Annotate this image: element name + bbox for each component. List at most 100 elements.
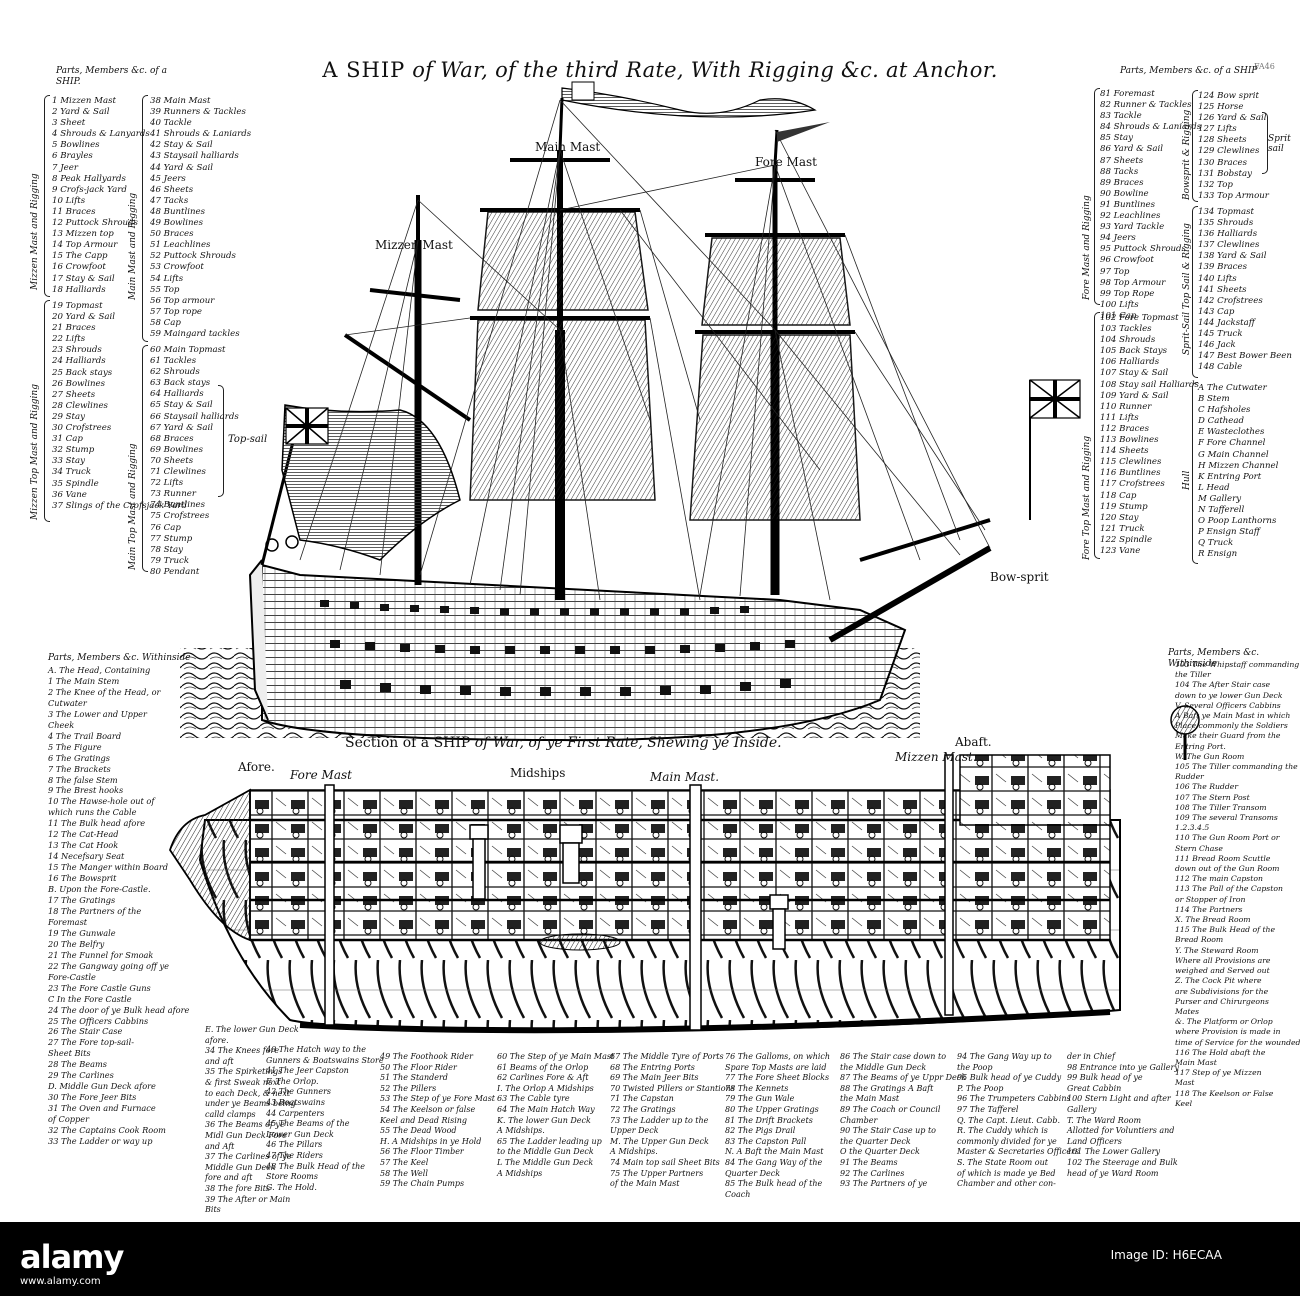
key-entry: 40 Tackle: [150, 118, 192, 129]
key-entry: 104 The After Stair case: [1175, 680, 1271, 690]
key-entry: 75 The Upper Partners: [610, 1168, 704, 1178]
key-entry: C In the Fore Castle: [48, 993, 132, 1004]
key-entry: 15 The Capp: [52, 251, 108, 262]
key-entry: 87 The Beams of ye Uppr Deck: [840, 1073, 967, 1083]
key-entry: 109 The several Transoms: [1175, 813, 1278, 823]
key-entry: head of ye Ward Room: [1067, 1168, 1159, 1178]
key-entry: down to ye lower Gun Deck: [1175, 690, 1283, 700]
key-entry: Q Truck: [1198, 538, 1234, 549]
key-entry: T. The Ward Room: [1067, 1115, 1142, 1125]
key-entry: Make their Guard from the: [1175, 731, 1281, 741]
section-mizzen-mast-label: Mizzen Mast.: [895, 750, 977, 764]
key-entry: 57 Top rope: [150, 306, 203, 317]
key-entry: L Head: [1198, 482, 1230, 493]
key-entry: 126 Yard & Sail: [1198, 113, 1267, 124]
key-entry: 18 Halliards: [52, 284, 106, 295]
key-entry: A Midships.: [497, 1126, 545, 1136]
key-entry: 117 Step of ye Mizzen: [1175, 1068, 1262, 1078]
key-entry: 35 The Spirketings: [205, 1067, 283, 1077]
key-entry: the Main Mast: [840, 1094, 900, 1104]
key-entry: 65 Stay & Sail: [150, 400, 213, 411]
key-entry: 76 Cap: [150, 522, 181, 533]
key-entry: 85 Stay: [1100, 133, 1133, 144]
key-entry: 92 The Carlines: [840, 1168, 905, 1178]
key-entry: 21 Braces: [52, 323, 96, 334]
stern-castle: [959, 754, 1111, 826]
key-entry: A Midships.: [610, 1147, 658, 1157]
left-vlabel-main-top-mast: Main Top Mast and Rigging: [128, 443, 138, 570]
key-entry: the Tiller: [1175, 670, 1211, 680]
key-entry: 32 The Captains Cook Room: [48, 1125, 166, 1136]
key-entry: 33 The Ladder or way up: [48, 1135, 153, 1146]
key-entry: 51 Leachlines: [150, 240, 211, 251]
key-entry: & first Sweak next: [205, 1077, 281, 1087]
key-entry: 98 Top Armour: [1100, 277, 1166, 288]
key-entry: 135 Shrouds: [1198, 218, 1254, 229]
key-entry: 67 Yard & Sail: [150, 422, 214, 433]
left-bottom-header: Parts, Members &c. Withinside: [48, 653, 191, 663]
key-entry: 122 Spindle: [1100, 534, 1153, 545]
key-entry: Bits: [205, 1205, 221, 1215]
key-entry: 146 Jack: [1198, 340, 1236, 351]
key-entry: 53 The Step of ye Fore Mast: [380, 1094, 496, 1104]
key-entry: the Middle Gun Deck: [840, 1062, 927, 1072]
key-entry: 39 The After or Main: [205, 1194, 291, 1204]
key-entry: 56 The Floor Timber: [380, 1147, 464, 1157]
key-entry: A Baft ye Main Mast in which: [1175, 711, 1291, 721]
alamy-url[interactable]: www.alamy.com: [20, 1276, 101, 1287]
key-entry: N. A Baft the Main Mast: [725, 1147, 824, 1157]
abaft-label: Abaft.: [955, 735, 992, 749]
key-entry: Where all Provisions are: [1175, 955, 1271, 965]
key-entry: 63 Back stays: [150, 378, 211, 389]
key-entry: 94 The Gang Way up to: [957, 1052, 1052, 1061]
key-entry: 31 Cap: [52, 434, 83, 445]
key-entry: under ye Beams being: [205, 1099, 296, 1109]
bottom-col-7: 86 The Stair case down to the Middle Gun…: [840, 1052, 966, 1190]
key-entry: D Cathead: [1198, 416, 1245, 427]
key-entry: and Aft: [205, 1141, 235, 1151]
key-entry: 27 Sheets: [52, 389, 96, 400]
key-entry: 49 Bowlines: [150, 218, 204, 229]
key-entry: 6 The Gratings: [48, 752, 110, 763]
key-entry: Q. The Capt. Lieut. Cabb.: [957, 1115, 1061, 1125]
key-entry: H. A Midships in ye Hold: [380, 1136, 482, 1146]
key-entry: time of Service for the wounded: [1175, 1037, 1300, 1047]
key-entry: 32 Stump: [52, 445, 95, 456]
key-entry: 78 The Kennets: [725, 1083, 789, 1093]
key-entry: D. Middle Gun Deck afore: [48, 1081, 156, 1092]
right-vlabel-fore-mast: Fore Mast and Rigging: [1082, 195, 1092, 300]
key-entry: 136 Halliards: [1198, 229, 1258, 240]
section-main-mast-label: Main Mast.: [650, 770, 720, 784]
key-entry: 70 Sheets: [150, 455, 194, 466]
key-entry: 145 Truck: [1198, 329, 1243, 340]
key-entry: 5 The Figure: [48, 741, 102, 752]
key-entry: Keel: [1175, 1098, 1193, 1108]
key-entry: calld clamps: [205, 1109, 256, 1119]
key-entry: S. The State Room out: [957, 1157, 1048, 1167]
key-entry: 55 The Dead Wood: [380, 1126, 457, 1136]
key-entry: E. The lower Gun Deck: [205, 1025, 299, 1034]
key-entry: &. The Platform or Orlop: [1175, 1017, 1273, 1027]
key-entry: 19 The Gunwale: [48, 927, 116, 938]
key-entry: 71 Clewlines: [150, 467, 206, 478]
left-brace-4: [142, 345, 148, 572]
section-title-caps: Section of a SHIP: [345, 735, 471, 751]
key-entry: 52 The Pillers: [380, 1083, 437, 1093]
main-title-rest: of War, of the third Rate, With Rigging …: [405, 58, 998, 82]
key-entry: 47 Tacks: [150, 195, 189, 206]
key-entry: 23 Shrouds: [52, 345, 102, 356]
key-entry: 115 Clewlines: [1100, 457, 1162, 468]
key-entry: 55 Top: [150, 284, 180, 295]
fore-mast-label: Fore Mast: [755, 155, 817, 169]
image-id: Image ID: H6ECAA: [1110, 1248, 1222, 1262]
key-entry: 3 Sheet: [52, 118, 86, 129]
key-entry: 28 Clewlines: [52, 400, 108, 411]
key-entry: 84 The Gang Way of the: [725, 1157, 823, 1167]
key-entry: 83 The Capston Pall: [725, 1136, 807, 1146]
key-entry: Chamber: [840, 1115, 878, 1125]
key-entry: Allotted for Voluntiers and: [1067, 1126, 1175, 1136]
